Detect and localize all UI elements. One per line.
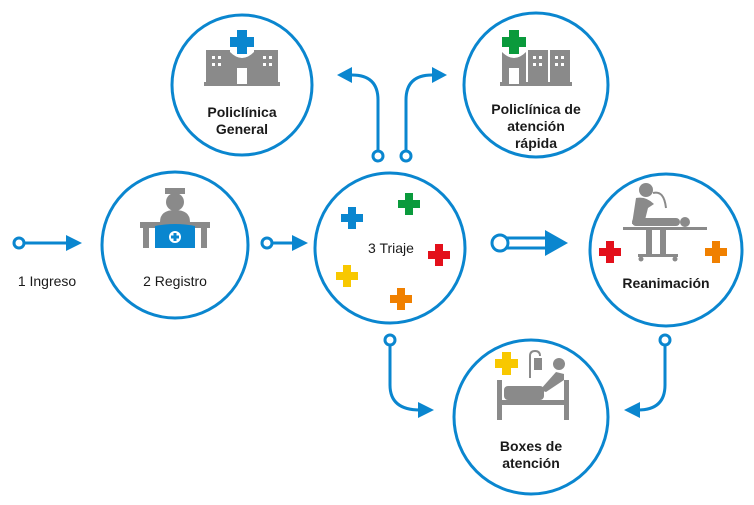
label-policlinica-rapida: Policlínica de atención rápida [476, 101, 596, 152]
hospital-bed-icon [495, 349, 569, 420]
orange-cross-icon [705, 241, 727, 263]
label-line: Boxes de [499, 438, 563, 454]
label-line: Policlínica [207, 104, 277, 120]
hospital-building-icon [500, 30, 572, 86]
resuscitation-icon [623, 183, 707, 262]
arrow-triaje-to-policlinica-rapida [399, 67, 447, 163]
label-line: General [215, 121, 269, 137]
label-ingreso: 1 Ingreso [17, 273, 77, 289]
label-line: rápida [514, 135, 557, 151]
label-registro: 2 Registro [143, 273, 207, 289]
blue-cross-icon [230, 30, 254, 54]
yellow-cross-icon [336, 265, 358, 287]
arrow-ingreso-to-registro [12, 235, 82, 251]
blue-cross-icon [341, 207, 363, 229]
arrow-triaje-to-policlinica-general [337, 67, 385, 163]
label-boxes: Boxes de atención [471, 438, 591, 472]
green-cross-icon [398, 193, 420, 215]
arrow-triaje-to-reanimacion [490, 230, 568, 256]
label-line: Policlínica de [491, 101, 581, 117]
hospital-building-icon [204, 30, 280, 86]
arrow-reanimacion-to-boxes [624, 333, 672, 418]
arrow-triaje-to-boxes [383, 333, 434, 418]
label-line: atención [502, 455, 560, 471]
red-cross-icon [599, 241, 621, 263]
label-policlinica-general: Policlínica General [182, 104, 302, 138]
arrow-registro-to-triaje [260, 235, 308, 251]
node-circle-boxes [452, 338, 610, 496]
orange-cross-icon [390, 288, 412, 310]
triage-crosses-icon [336, 193, 450, 310]
red-cross-icon [428, 244, 450, 266]
label-triaje: 3 Triaje [368, 240, 414, 256]
label-reanimacion: Reanimación [622, 275, 710, 291]
yellow-cross-icon [495, 352, 518, 375]
label-line: atención [507, 118, 565, 134]
reception-desk-icon [140, 188, 210, 248]
green-cross-icon [502, 30, 526, 54]
